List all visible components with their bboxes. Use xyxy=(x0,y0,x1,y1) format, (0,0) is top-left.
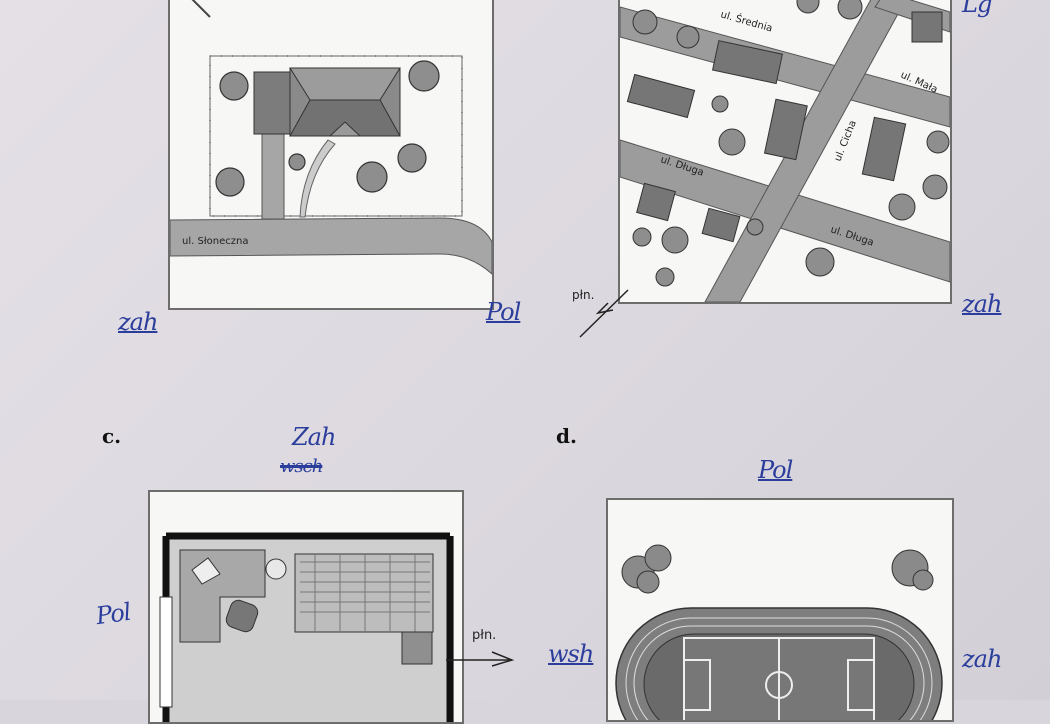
plan-c-room xyxy=(148,490,464,724)
note-b-right-zah: zah xyxy=(962,290,1002,318)
note-d-top-pol: Pol xyxy=(758,456,793,484)
compass-arrow-b xyxy=(579,289,629,338)
note-b-corner: Lg xyxy=(962,0,992,18)
compass-arrow-c xyxy=(446,651,515,667)
compass-label-c: płn. xyxy=(472,628,497,643)
street-label-srednia: ul. Średnia xyxy=(719,7,774,34)
plan-a-house: ul. Słoneczna xyxy=(168,0,494,310)
plan-a-drawing: ul. Słoneczna xyxy=(170,0,492,275)
plan-d-drawing xyxy=(615,544,943,720)
plan-c-drawing xyxy=(159,532,454,722)
plan-b-drawing: ul. Średnia ul. Mała ul. Cicha ul. Długa… xyxy=(620,0,950,302)
section-letter-d: d. xyxy=(556,424,577,448)
compass-label-b: płn. xyxy=(572,288,595,302)
street-label-sloneczna: ul. Słoneczna xyxy=(182,236,248,247)
note-d-left-wsh: wsh xyxy=(548,640,594,668)
plan-d-stadium xyxy=(606,498,954,722)
note-d-right-zah: zah xyxy=(962,645,1002,673)
section-letter-c: c. xyxy=(102,424,122,448)
note-a-left-zah: zah xyxy=(118,308,158,336)
note-c-top-zah: Zah xyxy=(292,423,336,451)
note-c-left-pol: Pol xyxy=(94,597,133,631)
note-a-right-pol: Pol xyxy=(486,298,521,326)
note-c-top-struck: wsch xyxy=(280,456,323,477)
plan-b-town: ul. Średnia ul. Mała ul. Cicha ul. Długa… xyxy=(618,0,952,304)
